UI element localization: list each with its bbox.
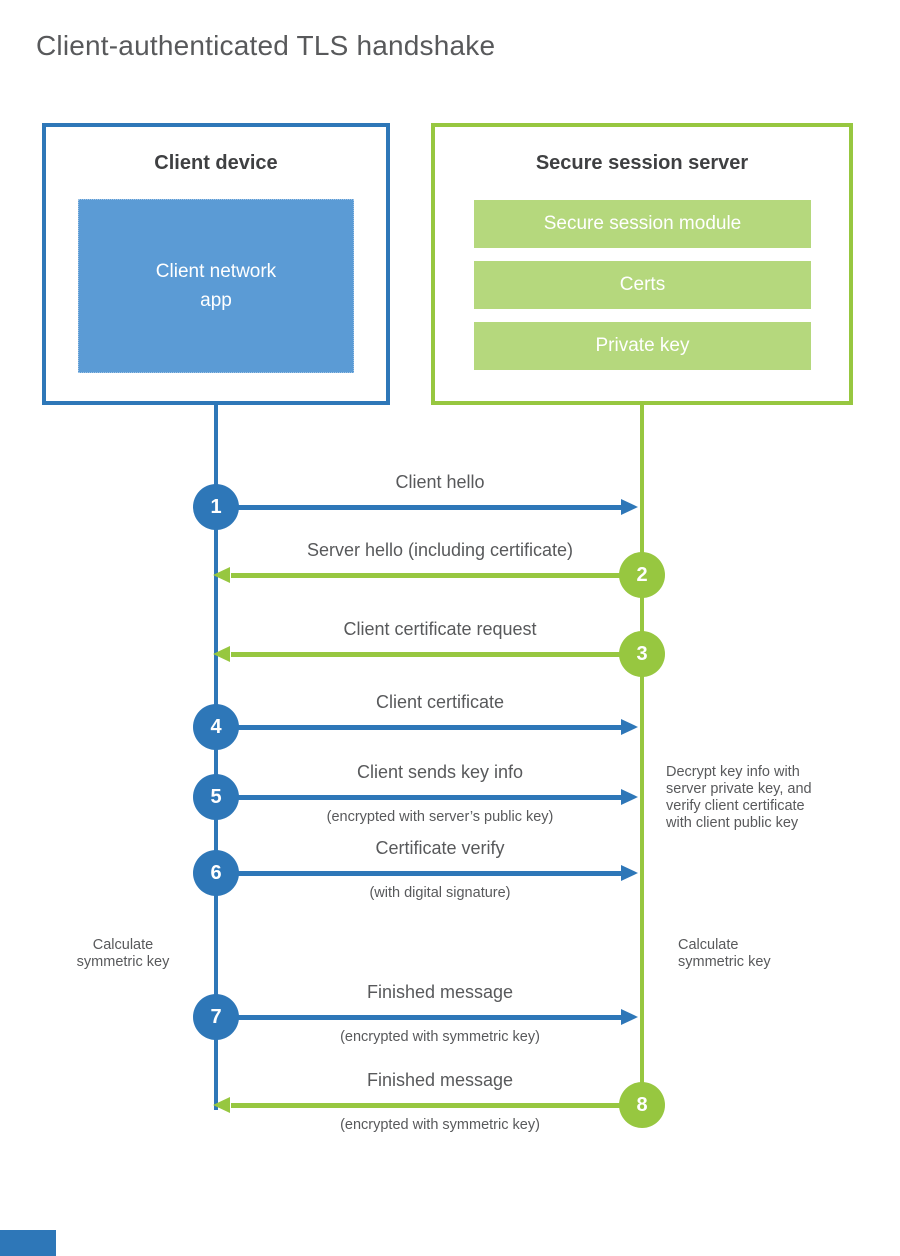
message-sublabel: (encrypted with symmetric key) [340, 1117, 540, 1133]
message-label: Client hello [395, 472, 485, 492]
client-network-app-box: Client network app [78, 199, 354, 373]
client-lifeline [214, 405, 218, 1110]
message-sublabel: (encrypted with server’s public key) [326, 809, 554, 825]
step-number: 1 [210, 495, 222, 518]
step-number-badge: 3 [619, 631, 665, 677]
message-arrowhead-icon [621, 499, 638, 515]
message-label: Finished message [366, 982, 514, 1002]
message-sublabel: (with digital signature) [369, 885, 511, 901]
secure-session-server-box: Secure session server Secure session mod… [431, 123, 853, 405]
step-number-badge: 4 [193, 704, 239, 750]
message-arrowhead-icon [621, 789, 638, 805]
step-number: 4 [210, 715, 222, 738]
step-number: 7 [210, 1005, 222, 1028]
client-calculate-symmetric-key-note: Calculate symmetric key [76, 937, 170, 970]
message-label: Certificate verify [375, 838, 505, 858]
cutoff-blue-block [0, 1230, 56, 1256]
message-arrowhead-icon [621, 1009, 638, 1025]
page-title: Client-authenticated TLS handshake [36, 30, 496, 61]
message-arrowhead-icon [213, 646, 230, 662]
step-number: 3 [636, 642, 648, 665]
message-arrow-line [216, 871, 622, 876]
message-arrow-line [216, 725, 622, 730]
step-number-badge: 6 [193, 850, 239, 896]
message-label: Client certificate [375, 692, 505, 712]
server-module-private-key: Private key [474, 322, 811, 370]
client-device-title: Client device [154, 152, 278, 174]
message-arrowhead-icon [213, 1097, 230, 1113]
message-arrowhead-icon [621, 719, 638, 735]
step-number: 2 [636, 563, 648, 586]
server-decrypt-note: Decrypt key info with server private key… [666, 764, 812, 831]
message-sublabel: (encrypted with symmetric key) [340, 1029, 540, 1045]
step-number: 8 [636, 1093, 648, 1116]
message-arrow-line [231, 1103, 642, 1108]
message-arrow-line [231, 573, 642, 578]
step-number-badge: 7 [193, 994, 239, 1040]
message-arrow-line [216, 795, 622, 800]
message-label: Client sends key info [356, 762, 524, 782]
step-number-badge: 2 [619, 552, 665, 598]
message-arrow-line [231, 652, 642, 657]
step-number-badge: 1 [193, 484, 239, 530]
message-label: Server hello (including certificate) [306, 540, 574, 560]
message-label: Finished message [366, 1070, 514, 1090]
server-lifeline [640, 405, 644, 1117]
server-module-secure-session-module: Secure session module [474, 200, 811, 248]
step-number-badge: 8 [619, 1082, 665, 1128]
message-arrow-line [216, 1015, 622, 1020]
message-arrowhead-icon [213, 567, 230, 583]
step-number: 5 [210, 785, 222, 808]
server-calculate-symmetric-key-note: Calculate symmetric key [678, 937, 771, 970]
message-arrow-line [216, 505, 622, 510]
client-device-box: Client device Client network app [42, 123, 390, 405]
secure-session-server-title: Secure session server [535, 152, 749, 174]
server-module-certs: Certs [474, 261, 811, 309]
step-number: 6 [210, 861, 222, 884]
step-number-badge: 5 [193, 774, 239, 820]
message-label: Client certificate request [343, 619, 537, 639]
message-arrowhead-icon [621, 865, 638, 881]
